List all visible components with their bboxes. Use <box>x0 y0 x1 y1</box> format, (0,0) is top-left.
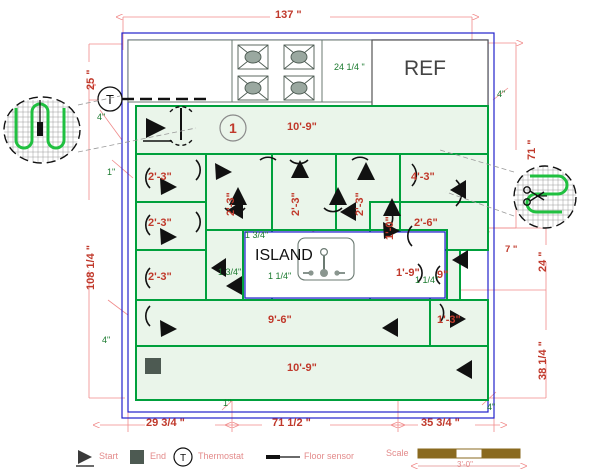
note-range-depth: 24 1/4 " <box>334 62 365 72</box>
panel-label-b1: 2'-3" <box>225 192 237 216</box>
panel-label-right-small: 9" <box>437 269 449 281</box>
dim-bottom-1: 29 3/4 " <box>146 417 185 429</box>
dim-top-left-offset: 25 " <box>85 69 97 90</box>
dim-right-upper: 71 " <box>526 139 538 160</box>
note-island-top: 1 3/4" <box>245 230 269 240</box>
panel-lower <box>135 299 431 347</box>
scale-label: Scale <box>386 448 409 458</box>
island-label: ISLAND <box>255 247 313 264</box>
legend-icons: T <box>76 447 300 467</box>
dim-top-width: 137 " <box>275 9 302 21</box>
dim-left-height: 108 1/4 " <box>85 245 97 290</box>
burner-icon <box>237 44 269 70</box>
refrigerator <box>371 39 489 109</box>
sensor-loop-icon <box>169 106 193 146</box>
note-right-7: 7 " <box>505 244 518 255</box>
dim-bottom-3: 35 3/4 " <box>421 417 460 429</box>
detail-scissors-cut <box>439 149 577 229</box>
thermostat-circle-icon <box>173 447 193 467</box>
panel-label-b2: 2'-3" <box>290 192 302 216</box>
panel-label-right-bottom: 1'-3" <box>437 314 461 326</box>
legend-label-floor-sensor: Floor sensor <box>304 451 355 461</box>
panel-label-top: 10'-9" <box>287 121 317 133</box>
note-island-left: 1 3/4" <box>218 267 242 277</box>
panel-label-lower: 9'-6" <box>268 314 292 326</box>
svg-text:T: T <box>180 453 186 464</box>
end-square-icon <box>145 358 161 374</box>
legend-label-thermostat: Thermostat <box>198 451 244 461</box>
start-triangle-icon <box>143 118 172 142</box>
panel-label-right-low: 1'-9" <box>396 267 420 279</box>
cable-turn-arrows <box>145 156 463 327</box>
panel-a1 <box>135 153 207 203</box>
panel-label-b3: 2'-3" <box>354 192 366 216</box>
detail-mesh-serpentine <box>3 95 197 164</box>
scissors-icon <box>523 186 547 206</box>
start-triangle-icon <box>78 450 92 464</box>
callout-number-1 <box>219 114 247 142</box>
dim-bottom-2: 71 1/2 " <box>272 417 311 429</box>
burner-icon <box>283 44 315 70</box>
refrigerator-label: REF <box>404 57 446 80</box>
panel-b2 <box>271 153 337 231</box>
panel-right-bottom <box>429 299 489 347</box>
panel-top <box>135 105 489 155</box>
legend-label-end: End <box>150 451 167 461</box>
note-right-top-4: 4" <box>497 89 506 99</box>
panel-label-right-top: 4'-3" <box>411 171 435 183</box>
scale-value: 3'-0" <box>457 460 473 469</box>
note-top-left-4: 4" <box>97 112 106 122</box>
scale-bar <box>418 448 520 466</box>
cable-direction-arrowheads <box>160 160 472 379</box>
panel-label-a2: 2'-3" <box>148 217 172 229</box>
range-burners <box>237 44 315 101</box>
panel-right-top <box>399 153 489 203</box>
panel-label-bottom: 10'-9" <box>287 362 317 374</box>
legend-label-start: Start <box>99 451 119 461</box>
sink-fixture <box>297 237 355 281</box>
thermostat-circle-icon: T <box>97 86 123 112</box>
panel-label-a3: 2'-3" <box>148 271 172 283</box>
note-island-right: 1 1/4" <box>415 275 439 285</box>
note-bottom-right-4: 4" <box>487 402 496 412</box>
panel-bottom <box>135 345 489 401</box>
panel-label-right-mid: 2'-6" <box>414 217 438 229</box>
end-square-icon <box>130 450 144 464</box>
dim-right-lower: 38 1/4 " <box>537 341 549 380</box>
burner-icon <box>237 75 269 101</box>
island-counter <box>242 229 448 301</box>
panel-label-narrow: 1'-0" <box>384 216 396 240</box>
svg-text:T: T <box>106 92 114 107</box>
burner-icon <box>283 75 315 101</box>
callout-number-label: 1 <box>229 120 237 136</box>
panel-label-a1: 2'-3" <box>148 171 172 183</box>
note-island-bottom: 1 1/4" <box>268 271 292 281</box>
note-bottom-1: 1" <box>223 398 232 408</box>
note-left-1: 1" <box>107 167 116 177</box>
dim-right-mid: 24 " <box>537 251 549 272</box>
note-left-lower-4: 4" <box>102 335 111 345</box>
